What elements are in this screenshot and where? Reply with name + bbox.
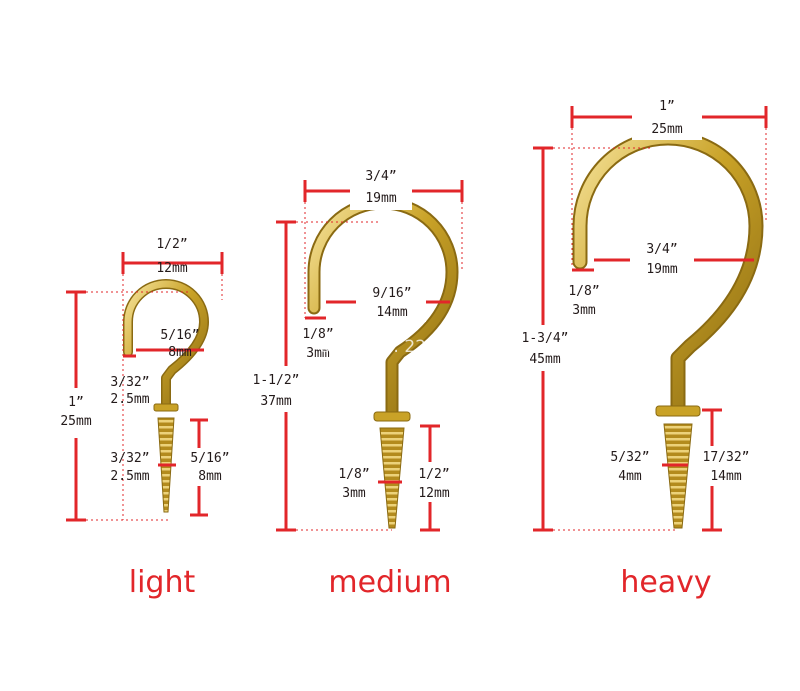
light-thread-in: 5/16” — [190, 451, 229, 466]
medium-shank-in: 1/8” — [338, 467, 369, 482]
medium-hook-body — [307, 196, 459, 529]
heavy-width-in: 1” — [659, 99, 675, 114]
light-tip-mm: 2.5mm — [110, 392, 149, 407]
store-watermark: Store No: 2287104 — [320, 337, 480, 357]
medium-width-in: 3/4” — [365, 169, 396, 184]
medium-tip-mm: 3mm — [306, 346, 330, 361]
light-height-in: 1” — [68, 395, 84, 410]
heavy-tip-mm: 3mm — [572, 303, 596, 318]
medium-tip-in: 1/8” — [302, 327, 333, 342]
light-inner-in: 5/16” — [160, 328, 199, 343]
heavy-height-in: 1-3/4” — [522, 331, 569, 346]
heavy-hook-body — [572, 130, 764, 529]
heavy-tip-in: 1/8” — [568, 284, 599, 299]
heavy-label: heavy — [620, 565, 711, 600]
light-width-in: 1/2” — [156, 237, 187, 252]
medium-width-mm: 19mm — [365, 191, 396, 206]
heavy-shank-in: 5/32” — [610, 450, 649, 465]
heavy-thread-mm: 14mm — [710, 469, 741, 484]
heavy-width-mm: 25mm — [651, 122, 682, 137]
light-inner-mm: 8mm — [168, 345, 192, 360]
light-shank-in: 3/32” — [110, 451, 149, 466]
light-height-mm: 25mm — [60, 414, 91, 429]
heavy-inner-in: 3/4” — [646, 242, 677, 257]
heavy-shank-mm: 4mm — [618, 469, 642, 484]
light-width-mm: 12mm — [156, 261, 187, 276]
medium-thread-in: 1/2” — [418, 467, 449, 482]
hook-light: 1/2” 12mm 5/16” 8mm 3/32” 2.5mm 1” 25mm … — [54, 237, 234, 600]
light-shank-mm: 2.5mm — [110, 469, 149, 484]
medium-inner-mm: 14mm — [376, 305, 407, 320]
heavy-height-mm: 45mm — [529, 352, 560, 367]
medium-shank-mm: 3mm — [342, 486, 366, 501]
hook-medium: 3/4” 19mm 9/16” 14mm 1/8” 3mm 1-1/2” 37m… — [240, 160, 464, 600]
light-label: light — [129, 565, 196, 600]
medium-height-in: 1-1/2” — [253, 373, 300, 388]
heavy-inner-mm: 19mm — [646, 262, 677, 277]
light-thread-mm: 8mm — [198, 469, 222, 484]
light-tip-in: 3/32” — [110, 375, 149, 390]
medium-inner-in: 9/16” — [372, 286, 411, 301]
medium-height-mm: 37mm — [260, 394, 291, 409]
medium-thread-mm: 12mm — [418, 486, 449, 501]
heavy-thread-in: 17/32” — [703, 450, 750, 465]
medium-label: medium — [328, 565, 451, 600]
hook-heavy: 1” 25mm 3/4” 19mm 1/8” 3mm 1-3/4” 45mm 5… — [505, 90, 768, 600]
